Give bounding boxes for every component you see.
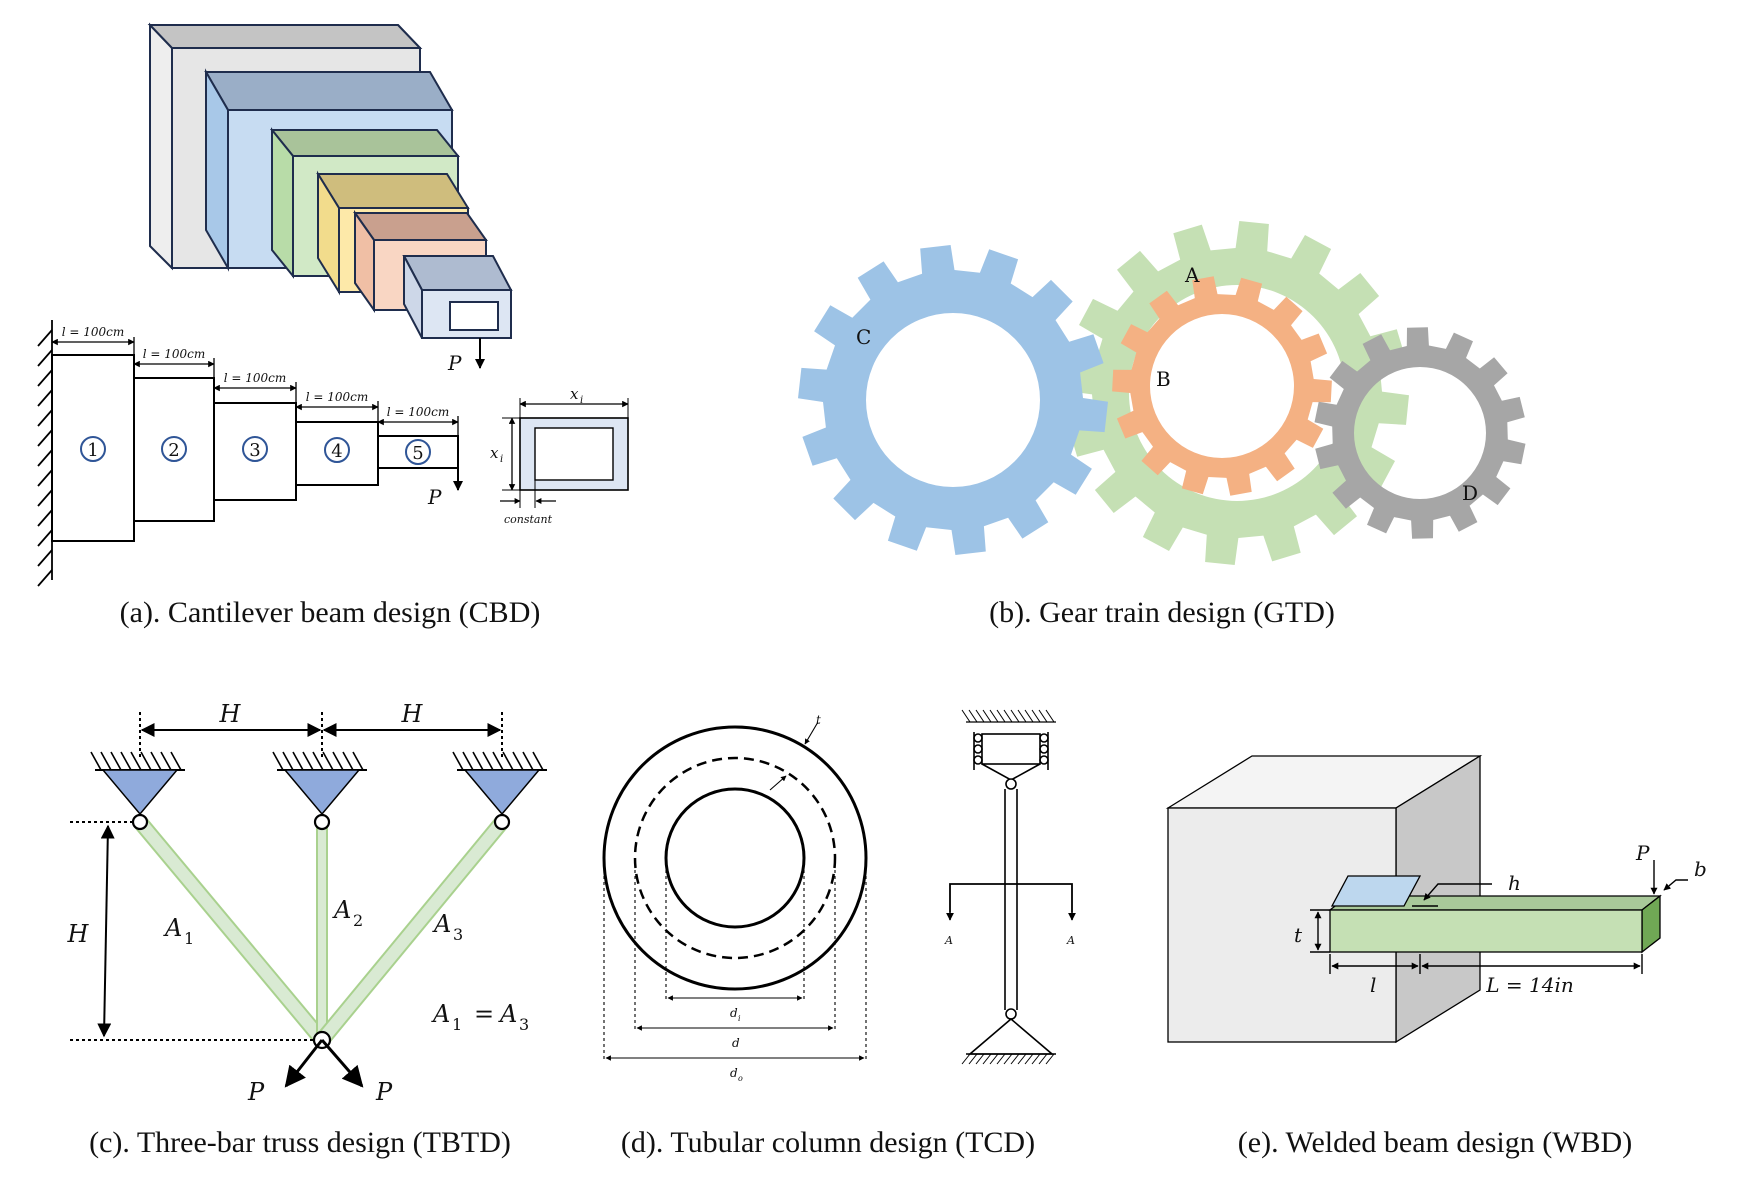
- tbtd-a1: A: [163, 914, 182, 942]
- cbd-length-2: l = 100cm: [143, 347, 206, 361]
- tbtd-eq-left: A: [431, 1000, 450, 1028]
- wbd-dimensions: [1310, 860, 1688, 974]
- tbtd-bars: [133, 816, 509, 1046]
- panel-wbd: P b h t l L = 14in (e). Welded beam desi…: [1165, 754, 1707, 1159]
- cbd-num-4: 4: [331, 441, 342, 462]
- tbtd-eq-sub-left: 1: [452, 1015, 462, 1034]
- tbtd-a2: A: [332, 896, 351, 924]
- cbd-cross-section: [500, 398, 629, 508]
- cbd-length-5: l = 100cm: [387, 405, 450, 419]
- tcd-t-label: t: [816, 713, 821, 727]
- cbd-num-2: 2: [168, 440, 179, 461]
- cbd-section-x-side: x: [490, 444, 499, 462]
- tbtd-dimensions: [70, 712, 503, 1041]
- tbtd-load-right: [320, 1039, 364, 1088]
- cbd-length-1: l = 100cm: [62, 325, 125, 339]
- gear-c: [798, 245, 1108, 555]
- panel-tcd: t d i d d o A A (d). Tubu: [602, 709, 1076, 1159]
- wbd-l-label: l: [1370, 973, 1376, 997]
- gear-d: [1314, 327, 1526, 539]
- wbd-h-label: h: [1508, 871, 1521, 895]
- cbd-num-5: 5: [412, 443, 423, 464]
- cbd-caption: (a). Cantilever beam design (CBD): [120, 596, 541, 629]
- wbd-p-label: P: [1635, 841, 1650, 865]
- cbd-length-4: l = 100cm: [306, 390, 369, 404]
- tbtd-h-side: H: [67, 920, 90, 948]
- cbd-load-label: P: [427, 485, 442, 509]
- cbd-3d-stack: [147, 22, 513, 339]
- tbtd-a2-sub: 2: [353, 911, 363, 930]
- tbtd-caption: (c). Three-bar truss design (TBTD): [89, 1126, 511, 1159]
- tcd-dimensions: [603, 721, 867, 1062]
- gear-b-label: B: [1156, 367, 1171, 391]
- cbd-section-sub-side: i: [500, 454, 503, 465]
- tbtd-a3: A: [432, 910, 451, 938]
- cbd-load-top-label: P: [447, 351, 462, 375]
- gtd-caption: (b). Gear train design (GTD): [989, 596, 1335, 629]
- tbtd-p-right: P: [375, 1078, 393, 1106]
- cbd-wall: [37, 320, 53, 587]
- tcd-cross-section: [602, 725, 868, 991]
- wbd-weld: [1330, 875, 1422, 907]
- cbd-constant-label: constant: [504, 513, 553, 526]
- tcd-do-sub: o: [738, 1074, 743, 1083]
- tcd-section-a-right: A: [1066, 934, 1075, 947]
- tbtd-eq-right: A: [498, 1000, 517, 1028]
- tcd-column: [946, 709, 1076, 1065]
- gear-b: [1112, 276, 1332, 496]
- cbd-length-3: l = 100cm: [224, 371, 287, 385]
- wbd-L-label: L = 14in: [1485, 973, 1573, 997]
- cbd-segment-4: [295, 421, 379, 486]
- tbtd-load-left: [284, 1039, 324, 1088]
- gear-c-body: [798, 245, 1108, 555]
- gear-a-label: A: [1184, 263, 1200, 287]
- panel-gtd: A B C D (b). Gear train design (GTD): [798, 221, 1526, 629]
- cbd-section-x-top: x: [570, 385, 579, 403]
- cbd-segments: [51, 354, 459, 542]
- wbd-t-label: t: [1294, 923, 1303, 947]
- cbd-dimensions: [51, 337, 459, 436]
- tcd-di-label: d: [730, 1006, 738, 1020]
- gear-b-body: [1112, 276, 1332, 496]
- tbtd-h-top-left: H: [219, 700, 242, 728]
- tbtd-eq-sign: =: [474, 1000, 494, 1028]
- wbd-b-label: b: [1694, 857, 1707, 881]
- tbtd-eq-sub-right: 3: [519, 1015, 529, 1034]
- tcd-caption: (d). Tubular column design (TCD): [621, 1126, 1035, 1159]
- panel-tbtd: H H H A 1 A 2 A 3 A 1 = A 3 P P (c). Thr…: [67, 700, 547, 1159]
- tbtd-a3-sub: 3: [453, 925, 463, 944]
- gear-d-body: [1314, 327, 1526, 539]
- cbd-num-1: 1: [87, 440, 98, 461]
- tcd-section-a-left: A: [944, 934, 953, 947]
- tcd-d-label: d: [732, 1036, 740, 1050]
- tcd-do-label: d: [730, 1066, 738, 1080]
- gear-d-label: D: [1462, 481, 1478, 505]
- cbd-segment-5: [377, 435, 459, 469]
- cbd-section-sub-top: i: [580, 395, 583, 406]
- tbtd-a1-sub: 1: [184, 929, 194, 948]
- wbd-caption: (e). Welded beam design (WBD): [1238, 1126, 1632, 1159]
- cbd-segment-numbers: [80, 436, 431, 465]
- tbtd-supports: [90, 751, 547, 1050]
- tbtd-p-left: P: [247, 1078, 265, 1106]
- tcd-di-sub: i: [738, 1014, 741, 1023]
- gear-a: [1065, 221, 1409, 565]
- cbd-segment-2: [133, 377, 215, 522]
- panel-cbd: P 1 2 3 4 5: [37, 22, 629, 629]
- cbd-segment-3: [213, 402, 297, 501]
- gear-c-label: C: [856, 325, 871, 349]
- gear-a-body: [1065, 221, 1409, 565]
- tbtd-h-top-right: H: [401, 700, 424, 728]
- cbd-num-3: 3: [249, 440, 260, 461]
